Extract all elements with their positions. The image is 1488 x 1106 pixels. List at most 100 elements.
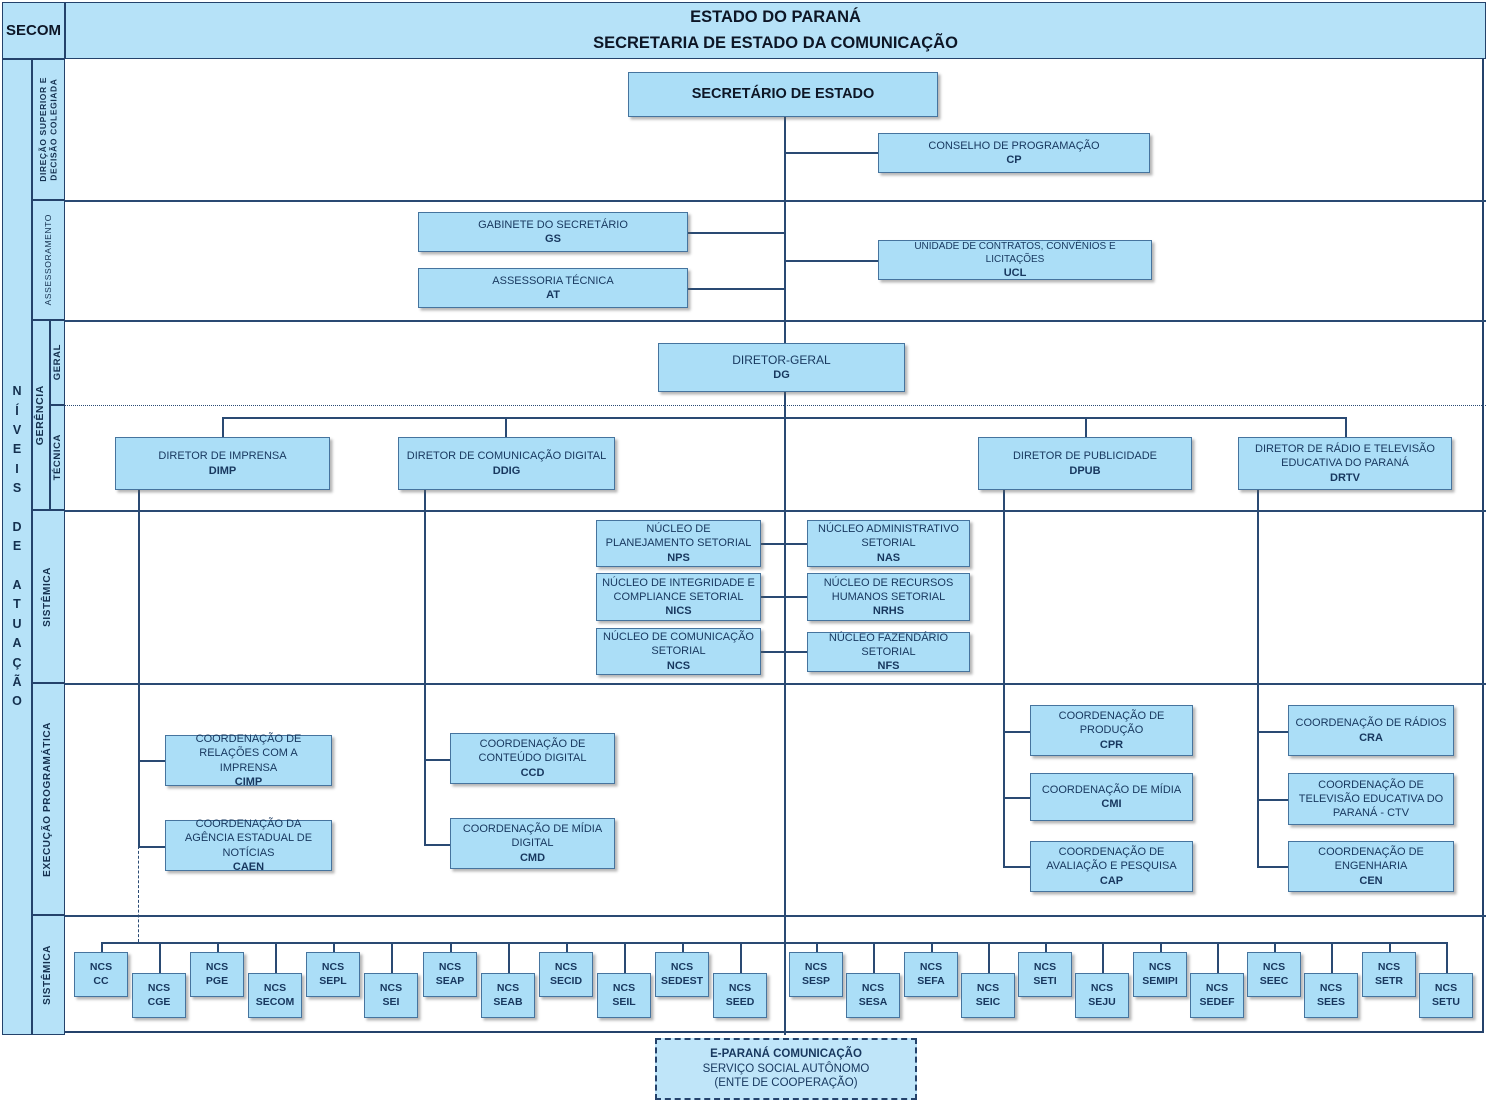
ncs-prefix: NCS <box>976 982 1000 995</box>
box-code: NFS <box>877 660 900 673</box>
ncs-code: CC <box>93 974 109 987</box>
box-ddig: DIRETOR DE COMUNICAÇÃO DIGITAL DDIG <box>398 437 615 490</box>
geral-tecnica-dotted-divider <box>65 405 1486 406</box>
box-caen: COORDENAÇÃO DA AGÊNCIA ESTADUAL DE NOTÍC… <box>165 818 332 873</box>
box-cmi: COORDENAÇÃO DE MÍDIA CMI <box>1030 773 1193 821</box>
connector-line <box>1274 942 1276 952</box>
ncs-prefix: NCS <box>1434 982 1458 995</box>
ncs-prefix: NCS <box>379 982 403 995</box>
ncs-prefix: NCS <box>861 982 885 995</box>
box-code: GS <box>545 233 561 245</box>
corner-acronym: SECOM <box>2 2 65 59</box>
connector-line <box>333 942 335 952</box>
section-divider <box>65 510 1486 512</box>
dimp-spine-line <box>138 490 140 846</box>
box-code: CP <box>1006 154 1022 166</box>
rail-geral: GERAL <box>50 320 65 405</box>
connector-line <box>1331 942 1333 973</box>
box-name: SECRETÁRIO DE ESTADO <box>691 86 875 103</box>
title-line-2: SECRETARIA DE ESTADO DA COMUNICAÇÃO <box>593 33 958 52</box>
box-dimp: DIRETOR DE IMPRENSA DIMP <box>115 437 330 490</box>
rail-geral-label: GERAL <box>51 344 63 381</box>
box-nrhs: NÚCLEO DE RECURSOS HUMANOS SETORIAL NRHS <box>807 573 970 621</box>
connector-line <box>1003 731 1030 733</box>
ncs-code: SEAP <box>435 974 465 987</box>
box-code: DDIG <box>492 464 521 477</box>
connector-line <box>1045 942 1047 952</box>
ncs-code: SEDEF <box>1199 995 1235 1008</box>
connector-line <box>566 942 568 952</box>
box-cap: COORDENAÇÃO DE AVALIAÇÃO E PESQUISA CAP <box>1030 841 1193 892</box>
ncs-prefix: NCS <box>205 961 229 974</box>
ncs-prefix: NCS <box>1148 961 1172 974</box>
ncs-prefix: NCS <box>1090 982 1114 995</box>
connector-line <box>1446 942 1448 973</box>
ddig-spine-line <box>424 490 426 844</box>
connector-line <box>761 543 807 545</box>
box-code: NPS <box>667 551 690 564</box>
connector-line <box>424 759 450 761</box>
box-cmd: COORDENAÇÃO DE MÍDIA DIGITAL CMD <box>450 818 615 869</box>
box-code: NICS <box>665 605 692 618</box>
central-spine-line <box>784 117 786 1035</box>
box-at: ASSESSORIA TÉCNICA AT <box>418 268 688 308</box>
ncs-prefix: NCS <box>263 982 287 995</box>
box-code: CRA <box>1359 731 1383 744</box>
ncs-prefix: NCS <box>728 982 752 995</box>
connector-line <box>1257 866 1288 868</box>
connector-line <box>761 651 807 653</box>
box-cimp: COORDENAÇÃO DE RELAÇÕES COM A IMPRENSA C… <box>165 733 332 788</box>
section-divider <box>65 915 1486 917</box>
box-name: DIRETOR DE COMUNICAÇÃO DIGITAL <box>406 450 607 463</box>
rail-tecnica: TÉCNICA <box>50 405 65 510</box>
ncs-code: SEPL <box>319 974 347 987</box>
box-code: NRHS <box>872 605 905 618</box>
ncs-code: SEI <box>382 995 400 1008</box>
section-divider <box>65 200 1486 202</box>
ncs-code: SEJU <box>1088 995 1116 1008</box>
box-nics: NÚCLEO DE INTEGRIDADE E COMPLIANCE SETOR… <box>596 573 761 621</box>
box-code: DRTV <box>1330 471 1360 484</box>
connector-line <box>784 152 878 154</box>
connector-line <box>391 942 393 973</box>
connector-line <box>1257 799 1288 801</box>
box-name: COORDENAÇÃO DE AVALIAÇÃO E PESQUISA <box>1046 846 1177 873</box>
box-ucl: UNIDADE DE CONTRATOS, CONVÊNIOS E LICITA… <box>878 240 1152 280</box>
ncs-code: SEFA <box>917 974 945 987</box>
box-secretario-de-estado: SECRETÁRIO DE ESTADO <box>628 72 938 117</box>
box-code: CEN <box>1359 874 1383 887</box>
ncs-prefix: NCS <box>89 961 113 974</box>
connector-line <box>159 942 161 973</box>
connector-line <box>624 942 626 973</box>
rail-assessoramento-label: ASSESSORAMENTO <box>43 214 54 306</box>
ncs-prefix: NCS <box>1377 961 1401 974</box>
box-name: NÚCLEO DE INTEGRIDADE E COMPLIANCE SETOR… <box>602 576 755 603</box>
connector-line <box>138 846 165 848</box>
connector-line <box>138 760 165 762</box>
ncs-prefix: NCS <box>496 982 520 995</box>
rail-execucao-label: EXECUÇÃO PROGRAMÁTICA <box>42 721 54 877</box>
box-nas: NÚCLEO ADMINISTRATIVO SETORIAL NAS <box>807 520 970 567</box>
ncs-prefix: NCS <box>438 961 462 974</box>
box-code: AT <box>546 289 560 301</box>
box-name: DIRETOR-GERAL <box>732 352 831 367</box>
rail-direcao-superior: DIREÇÃO SUPERIOR E DECISÃO COLEGIADA <box>32 59 65 200</box>
box-name: NÚCLEO ADMINISTRATIVO SETORIAL <box>818 523 959 550</box>
connector-line <box>101 942 103 952</box>
box-code: CAEN <box>232 860 265 873</box>
rail-niveis-de-atuacao: N Í V E I S D E A T U A Ç Ã O <box>2 59 32 1035</box>
ncs-code: SECOM <box>255 995 295 1008</box>
connector-line <box>505 417 507 437</box>
